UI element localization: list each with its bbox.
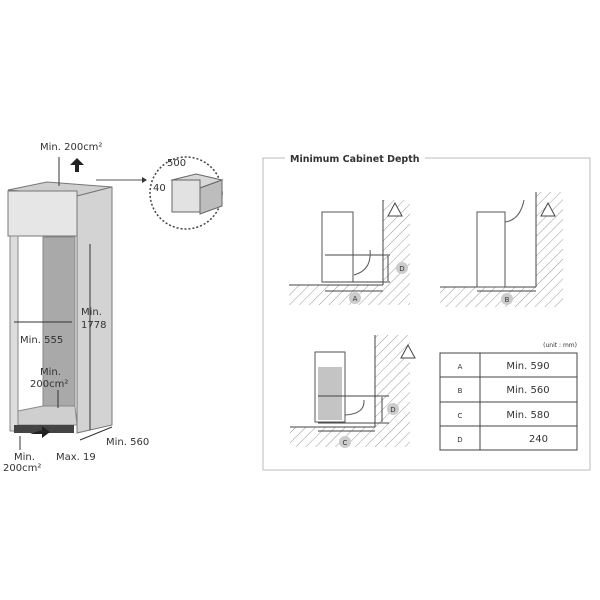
width-label: Min. 555 bbox=[20, 335, 63, 346]
table-key: C bbox=[458, 412, 463, 420]
plinth-gap-label: Max. 19 bbox=[56, 452, 96, 463]
table-key: A bbox=[458, 363, 463, 371]
height-label-2: 1778 bbox=[81, 320, 106, 331]
bottom-vent-label-1: Min. bbox=[14, 452, 35, 463]
table-value: Min. 580 bbox=[506, 410, 549, 421]
table-value: Min. 560 bbox=[506, 385, 549, 396]
table-key: D bbox=[457, 436, 462, 444]
height-label-1: Min. bbox=[81, 307, 102, 318]
table-value: 240 bbox=[529, 434, 548, 445]
detail-height-label: 40 bbox=[153, 183, 166, 194]
unit-note: (unit : mm) bbox=[543, 342, 577, 349]
cabinet-depth-panel bbox=[262, 157, 591, 471]
marker-a: A bbox=[353, 295, 358, 303]
depth-label: Min. 560 bbox=[106, 437, 149, 448]
table-value: Min. 590 bbox=[506, 361, 549, 372]
depth-table: A Min. 590 B Min. 560 C Min. 580 D 240 bbox=[457, 361, 549, 445]
table-key: B bbox=[458, 387, 463, 395]
detail-width-label: 500 bbox=[167, 158, 186, 169]
top-vent-label: Min. 200cm² bbox=[40, 142, 102, 153]
back-vent-label-2: 200cm² bbox=[30, 379, 68, 390]
marker-b: B bbox=[505, 296, 510, 304]
marker-d-1: D bbox=[399, 265, 404, 273]
marker-c: C bbox=[343, 439, 348, 447]
back-vent-label-1: Min. bbox=[40, 367, 61, 378]
bottom-vent-label-2: 200cm² bbox=[3, 463, 41, 474]
marker-d-2: D bbox=[390, 406, 395, 414]
cabinet-depth-title: Minimum Cabinet Depth bbox=[290, 154, 420, 165]
cabinet-drawing bbox=[7, 156, 224, 450]
